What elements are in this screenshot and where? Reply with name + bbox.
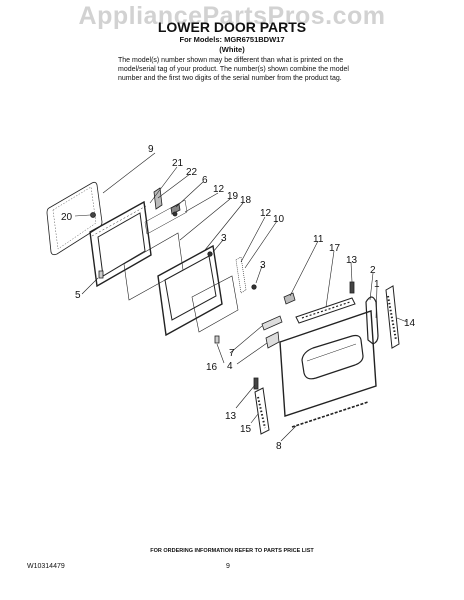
callout-12-b: 12 [260, 208, 272, 219]
callout-22: 22 [186, 167, 198, 178]
part-3-screw-a [207, 251, 213, 257]
callout-1: 1 [374, 279, 380, 290]
models-line: For Models: MGR6751BDW17 [179, 35, 285, 44]
callout-13-b: 13 [225, 411, 237, 422]
door-handle-recess [301, 334, 364, 380]
part-4-bracket [265, 331, 280, 349]
part-9-glass-inner [52, 186, 97, 250]
part-18-liner-window [164, 255, 217, 321]
callout-5: 5 [75, 290, 81, 301]
part-20-screw [90, 212, 96, 218]
part-18-liner [157, 244, 223, 337]
part-6-clip [170, 203, 181, 215]
part-21-frame-window [97, 212, 146, 277]
callout-18: 18 [240, 195, 252, 206]
part-13-screw-b [253, 377, 259, 390]
part-9-glass [46, 181, 103, 256]
callout-16: 16 [206, 362, 218, 373]
part-17-vent [295, 297, 356, 324]
part-1-door-panel [279, 310, 377, 417]
page-title: LOWER DOOR PARTS [157, 19, 307, 35]
document-id: W10314479 [27, 563, 65, 570]
callout-10: 10 [273, 214, 285, 225]
part-7-pin [261, 315, 283, 331]
page-number: 9 [226, 563, 230, 570]
part-22-bracket [153, 187, 163, 210]
model-note: The model(s) number shown may be differe… [118, 56, 358, 83]
callout-19: 19 [227, 191, 239, 202]
part-13-screw-a [349, 281, 355, 294]
callout-7: 7 [229, 348, 235, 359]
part-10-strip [235, 256, 247, 294]
part-5-clip [98, 270, 104, 279]
callout-6: 6 [202, 175, 208, 186]
callout-4: 4 [227, 361, 233, 372]
part-16-clip [214, 335, 220, 344]
ordering-info: FOR ORDERING INFORMATION REFER TO PARTS … [150, 548, 314, 554]
model-info: For Models: MGR6751BDW17 (White) [0, 35, 464, 55]
callout-3-b: 3 [260, 260, 266, 271]
callout-15: 15 [240, 424, 252, 435]
part-8-seal [291, 401, 369, 428]
part-11-hinge [283, 292, 296, 305]
callout-8: 8 [276, 441, 282, 452]
note-line-2: model/serial tag of your product. The nu… [118, 66, 349, 73]
callout-13-a: 13 [346, 255, 358, 266]
callout-20: 20 [61, 212, 73, 223]
callout-3-a: 3 [221, 233, 227, 244]
part-12-insulation-b [191, 275, 239, 333]
watermark: AppliancePartsPros.com [78, 2, 386, 30]
color-line: (White) [219, 45, 245, 54]
callout-2: 2 [370, 265, 376, 276]
callout-17: 17 [329, 243, 341, 254]
callout-14: 14 [404, 318, 416, 329]
part-14-trim [385, 285, 400, 349]
callout-12-a: 12 [213, 184, 225, 195]
part-21-frame [89, 200, 152, 288]
callout-11: 11 [313, 234, 324, 245]
part-15-trim [254, 387, 270, 435]
part-6-screw [172, 211, 178, 217]
callout-9: 9 [148, 144, 154, 155]
note-line-1: The model(s) number shown may be differe… [118, 57, 344, 64]
part-12-insulation-a [144, 199, 188, 235]
part-3-screw-b [251, 284, 257, 290]
callout-21: 21 [172, 158, 184, 169]
note-line-3: number and the first two digits of the s… [118, 75, 342, 82]
